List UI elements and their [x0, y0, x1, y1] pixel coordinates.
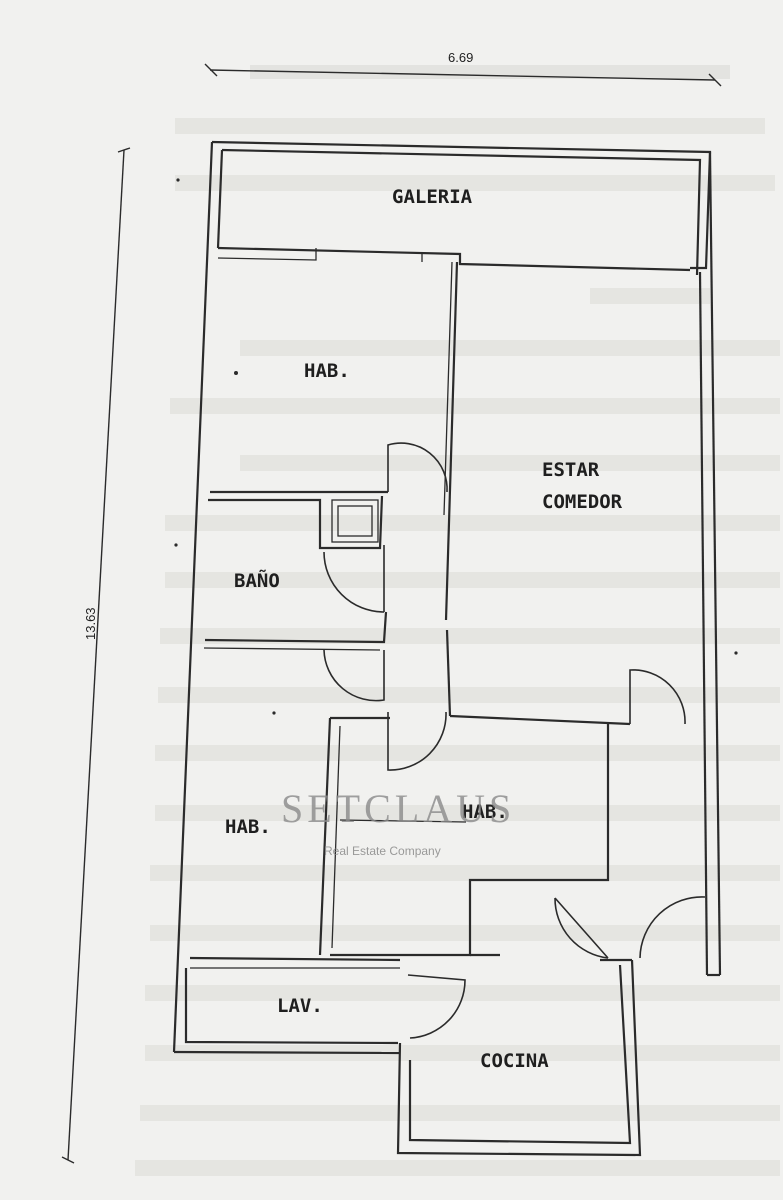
watermark-tagline: Real Estate Company [324, 844, 441, 858]
width-label: 6.69 [448, 50, 473, 65]
room-label-comedor: COMEDOR [542, 491, 623, 513]
room-label-galeria: GALERIA [392, 186, 473, 208]
room-label-bano: BAÑO [234, 568, 280, 592]
marks [174, 178, 738, 715]
room-labels: GALERIA HAB. ESTAR COMEDOR BAÑO HAB. HAB… [225, 186, 623, 1072]
room-label-cocina: COCINA [480, 1050, 549, 1072]
room-label-hab-left: HAB. [225, 816, 271, 838]
watermark: SETCLAUS Real Estate Company [281, 786, 515, 858]
background-bleed-text [135, 65, 780, 1176]
room-label-hab-top: HAB. [304, 360, 350, 382]
room-label-hab-center: HAB. [462, 801, 508, 823]
room-label-estar: ESTAR [542, 459, 600, 481]
watermark-name: SETCLAUS [281, 786, 515, 831]
height-label: 13.63 [83, 607, 98, 640]
width-dimension: 6.69 [204, 50, 722, 87]
interior-walls [189, 246, 691, 969]
height-dimension: 13.63 [61, 147, 131, 1164]
room-label-lav: LAV. [277, 995, 323, 1017]
outer-walls [172, 140, 722, 1157]
doors [323, 442, 706, 1039]
